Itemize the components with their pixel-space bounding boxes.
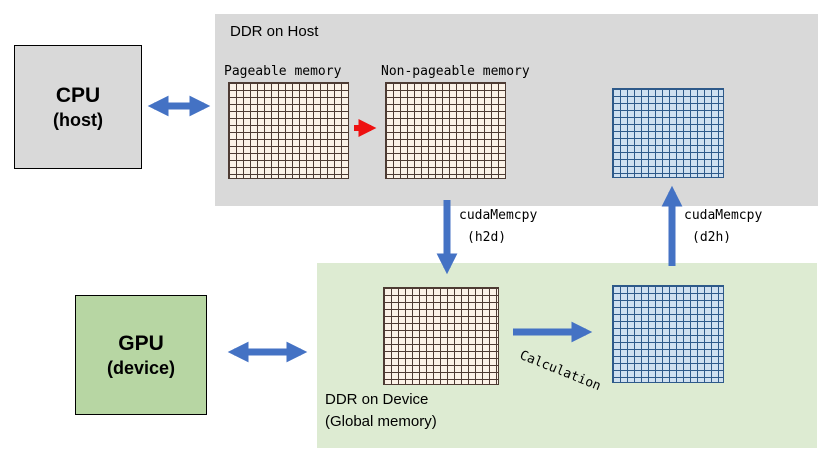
device-input-grid xyxy=(383,287,499,385)
h2d-label: cudaMemcpy xyxy=(459,208,538,223)
device-region-title: DDR on Device xyxy=(325,391,429,408)
d2h-sublabel: (d2h) xyxy=(692,230,732,245)
gpu-title: GPU xyxy=(118,331,164,355)
cpu-box: CPU (host) xyxy=(14,45,142,169)
cpu-title: CPU xyxy=(55,83,101,107)
pageable-memory-label: Pageable memory xyxy=(224,64,342,79)
gpu-box: GPU (device) xyxy=(75,295,207,415)
h2d-sublabel: (h2d) xyxy=(467,230,507,245)
device-result-grid xyxy=(612,285,724,383)
host-result-grid xyxy=(612,88,724,178)
d2h-label: cudaMemcpy xyxy=(684,208,763,223)
pageable-memory-grid xyxy=(228,82,349,179)
non-pageable-memory-grid xyxy=(385,82,506,179)
non-pageable-memory-label: Non-pageable memory xyxy=(381,64,530,79)
cpu-subtitle: (host) xyxy=(53,109,103,130)
device-region-subtitle: (Global memory) xyxy=(325,413,437,430)
host-region-title: DDR on Host xyxy=(230,23,319,40)
gpu-subtitle: (device) xyxy=(106,357,176,378)
